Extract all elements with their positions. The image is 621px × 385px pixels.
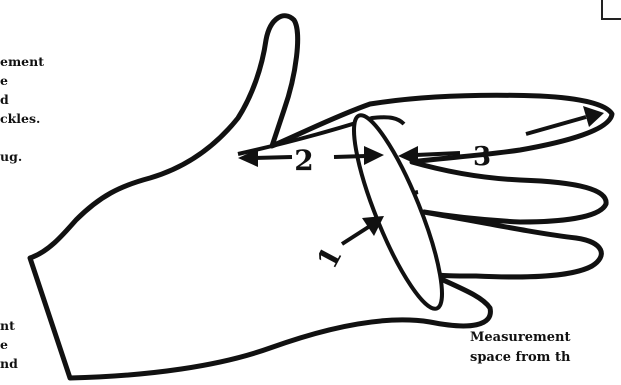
right-caption-line: Measurement [470, 328, 570, 348]
right-caption-line: space from th [470, 348, 570, 368]
left-top-line [0, 128, 44, 147]
label-1: 1 [310, 241, 348, 274]
left-top-line: e [0, 71, 44, 90]
left-bottom-line: e [0, 335, 18, 354]
label-3: 3 [473, 142, 491, 172]
left-top-line: ckles. [0, 109, 44, 128]
arrow-1-diagonal [342, 216, 384, 244]
left-bottom-line: nd [0, 354, 18, 373]
right-caption: Measurement space from th [470, 328, 570, 368]
left-bottom-line: nt [0, 316, 18, 335]
label-2: 2 [294, 144, 313, 177]
left-instructions-bottom: nt e nd [0, 316, 18, 373]
left-top-line: ug. [0, 147, 44, 166]
hand-outline [30, 16, 612, 378]
left-top-line: d [0, 90, 44, 109]
left-top-line: ement [0, 52, 44, 71]
corner-box-fragment [601, 0, 621, 20]
left-instructions-top: ement e d ckles. ug. [0, 52, 44, 166]
